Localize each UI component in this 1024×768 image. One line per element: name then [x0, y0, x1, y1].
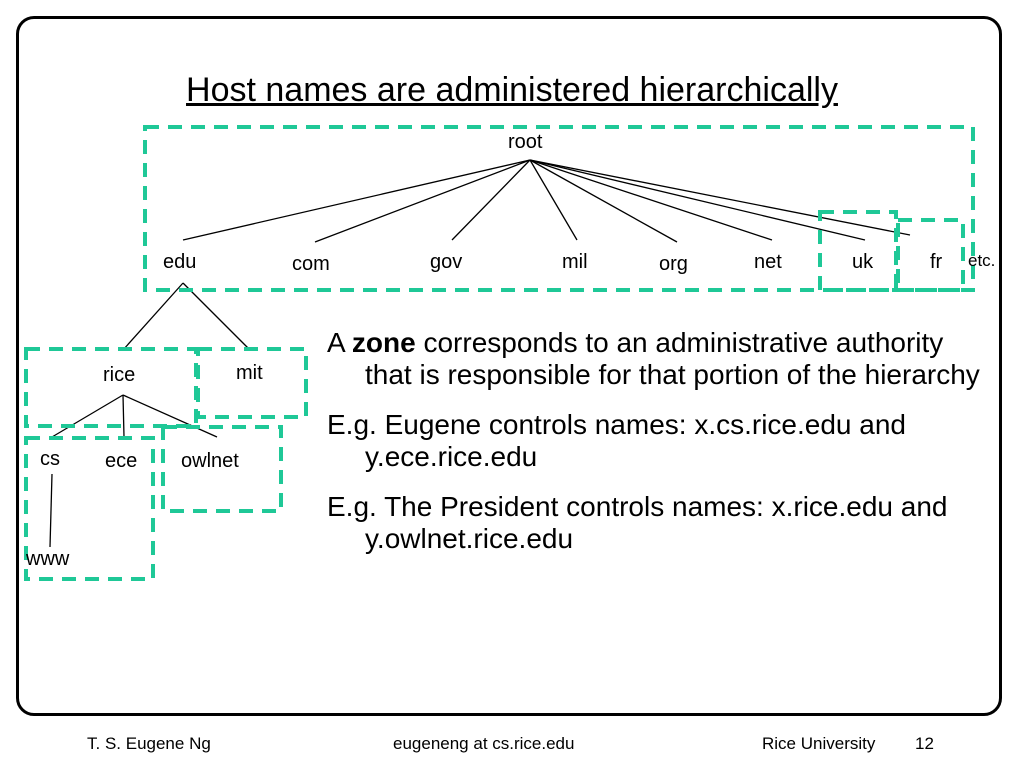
slide-frame [16, 16, 1002, 716]
tree-edges [49, 159, 911, 548]
node-mil: mil [562, 251, 588, 273]
example-president: E.g. The President controls names: x.ric… [327, 491, 948, 554]
edge-root-uk [529, 159, 866, 241]
edge-root-org [529, 159, 678, 243]
node-org: org [659, 253, 688, 275]
footer-page-number: 12 [915, 734, 934, 753]
edge-edu-rice [122, 282, 184, 351]
slide-title: Host names are administered hierarchical… [186, 71, 838, 109]
zone-def-prefix: A [327, 327, 352, 358]
zone-owlnet-box [161, 425, 283, 513]
zone-term: zone [351, 327, 416, 358]
edge-rice-cs [51, 394, 124, 438]
node-cs: cs [40, 448, 60, 470]
edge-root-fr [529, 159, 911, 236]
edge-root-edu [182, 159, 531, 241]
zone-rice-box [24, 347, 198, 428]
node-fr: fr [930, 251, 943, 273]
slide-body: A zone corresponds to an administrative … [327, 327, 987, 573]
edge-root-gov [451, 159, 531, 241]
node-uk: uk [852, 251, 874, 273]
edge-root-net [529, 159, 773, 241]
node-rice: rice [103, 364, 136, 386]
node-com: com [292, 253, 330, 275]
zone-root-box [143, 125, 975, 292]
node-gov: gov [430, 251, 463, 273]
zone-def-rest: corresponds to an administrative authori… [365, 327, 980, 390]
footer-email: eugeneng at cs.rice.edu [393, 734, 575, 753]
node-etc: etc. [968, 251, 996, 270]
edge-root-com [314, 159, 531, 243]
edge-rice-owlnet [122, 394, 218, 438]
zone-fr-box [896, 218, 965, 292]
node-net: net [754, 251, 782, 273]
zone-mit-box [196, 347, 308, 419]
example-eugene: E.g. Eugene controls names: x.cs.rice.ed… [327, 409, 906, 472]
node-owlnet: owlnet [181, 450, 239, 472]
edge-cs-www [49, 473, 53, 548]
edge-root-mil [529, 159, 578, 241]
node-www: www [26, 548, 70, 570]
zone-definition: A zone corresponds to an administrative … [327, 327, 987, 391]
footer-org: Rice University [762, 734, 876, 753]
node-ece: ece [105, 450, 138, 472]
node-edu: edu [163, 251, 197, 273]
node-mit: mit [236, 362, 263, 384]
zone-cs-ece-box [24, 436, 155, 581]
footer-author: T. S. Eugene Ng [87, 734, 211, 753]
zone-boxes [24, 125, 975, 581]
edge-rice-ece [122, 394, 125, 438]
edge-edu-mit [182, 282, 251, 351]
node-root: root [508, 131, 543, 153]
